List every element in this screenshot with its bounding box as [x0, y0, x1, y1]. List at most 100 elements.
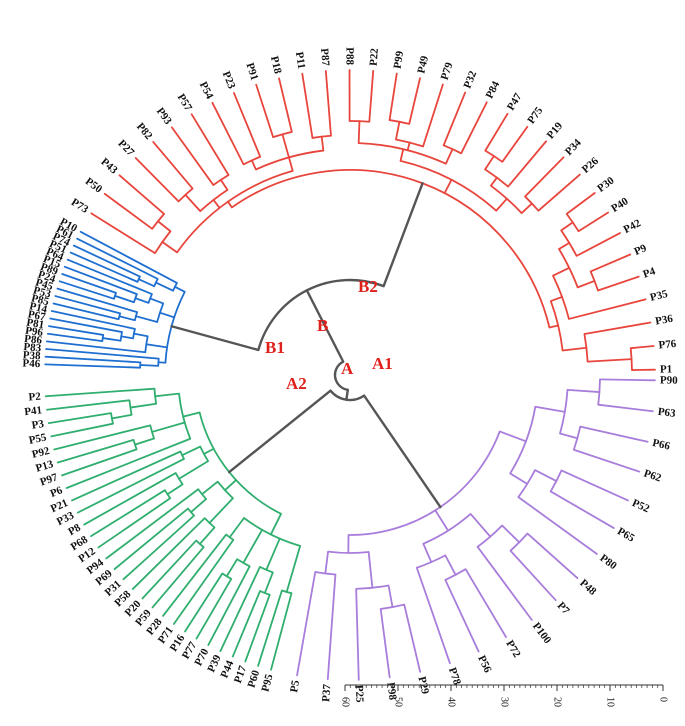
leaf-label-p27: P27	[115, 138, 136, 159]
leaf-label-p84: P84	[484, 79, 503, 101]
branch-segment	[151, 421, 186, 433]
branch-segment	[464, 568, 507, 638]
leaf-label-p66: P66	[651, 437, 671, 453]
leaf-label-p34: P34	[563, 137, 584, 158]
branch-segment	[50, 310, 136, 330]
leaf-label-p88: P88	[343, 47, 355, 65]
tree-branches	[44, 69, 656, 681]
branch-segment	[56, 287, 138, 314]
branch-segment	[231, 590, 261, 658]
branch-segment	[154, 392, 180, 398]
branch-segment	[182, 411, 201, 418]
branch-segment	[399, 148, 405, 162]
leaf-label-p80: P80	[597, 552, 619, 572]
leaf-label-p83: P83	[23, 341, 42, 355]
leaf-label-p41: P41	[24, 404, 43, 418]
branch-segment	[113, 507, 189, 570]
branch-segment	[208, 497, 234, 524]
clade-label-b: B	[317, 316, 328, 335]
leaf-label-p23: P23	[220, 70, 238, 91]
branch-segment	[47, 412, 112, 424]
branch-segment	[134, 157, 180, 203]
scale-tick-label: 20	[552, 697, 563, 707]
leaf-label-p98: P98	[384, 682, 398, 702]
leaf-label-p97: P97	[39, 471, 60, 488]
branch-segment	[577, 211, 610, 233]
branch-segment	[52, 302, 120, 321]
leaf-label-p90: P90	[660, 374, 678, 386]
branch-segment	[559, 432, 579, 440]
leaf-label-p19: P19	[545, 120, 566, 142]
branch-segment	[45, 348, 160, 360]
branch-segment	[575, 232, 621, 257]
scale-tick-label: 60	[340, 697, 351, 707]
branch-segment	[56, 438, 135, 464]
leaf-label-p37: P37	[320, 683, 333, 702]
branch-segment	[211, 101, 245, 166]
leaf-label-p54: P54	[197, 80, 216, 102]
branch-segment	[387, 584, 394, 609]
branch-segment	[368, 69, 375, 123]
branch-segment	[549, 296, 563, 302]
leaf-label-p24: P24	[36, 269, 57, 286]
branch-segment	[212, 199, 221, 209]
branch-segment	[137, 278, 156, 288]
leaf-label-p99: P99	[392, 50, 407, 70]
leaf-label-p72: P72	[503, 638, 523, 660]
branch-segment	[443, 178, 453, 195]
branch-segment	[97, 497, 172, 549]
branch-segment	[517, 496, 598, 555]
branch-segment	[255, 83, 275, 139]
branch-segment	[139, 364, 160, 367]
leaf-label-p9: P9	[632, 242, 648, 258]
branch-segment	[72, 244, 141, 278]
leaf-label-p95: P95	[259, 672, 275, 693]
branch-segment	[572, 448, 641, 473]
branch-segment	[134, 437, 155, 446]
leaf-label-p55: P55	[28, 431, 48, 446]
branch-segment	[534, 405, 566, 413]
leaf-label-p26: P26	[580, 155, 602, 176]
branch-segment	[586, 358, 633, 363]
branch-segment	[484, 155, 495, 171]
branch-segment	[65, 437, 192, 489]
leaf-label-p96: P96	[24, 325, 44, 339]
branch-segment	[190, 113, 230, 176]
branch-segment	[355, 588, 360, 681]
branch-segment	[278, 77, 293, 133]
branch-segment	[379, 608, 391, 679]
scale-tick-label: 10	[605, 697, 616, 707]
branch-segment	[90, 212, 156, 255]
branch-segment	[53, 424, 152, 451]
branch-segment	[76, 458, 185, 514]
branch-segment	[201, 480, 219, 496]
leaf-label-p56: P56	[475, 654, 494, 676]
branch-segment	[265, 537, 281, 571]
branch-segment	[520, 202, 533, 214]
leaf-label-p1: P1	[660, 363, 672, 375]
branch-segment	[170, 325, 260, 352]
branch-segment	[565, 192, 596, 215]
leaf-label-p57: P57	[175, 92, 195, 114]
branch-segment	[524, 156, 565, 198]
leaf-label-p48: P48	[577, 577, 599, 598]
branch-segment	[250, 159, 257, 171]
branch-segment	[476, 545, 533, 621]
leaf-label-p63: P63	[657, 406, 677, 420]
branch-segment	[501, 524, 521, 544]
leaf-label-p65: P65	[615, 525, 637, 545]
branch-segment	[101, 337, 122, 342]
branch-segment	[46, 332, 104, 343]
branch-segment	[190, 498, 208, 514]
scale-tick-label: 0	[658, 697, 669, 702]
leaf-label-p38: P38	[22, 349, 41, 362]
branch-segment	[408, 77, 421, 125]
branch-segment	[66, 258, 153, 295]
branch-segment	[469, 513, 492, 538]
leaf-label-p52: P52	[630, 497, 652, 515]
branch-segment	[415, 566, 451, 665]
branch-segment	[561, 346, 588, 352]
branch-segment	[157, 220, 172, 233]
leaf-label-p5: P5	[288, 679, 302, 694]
